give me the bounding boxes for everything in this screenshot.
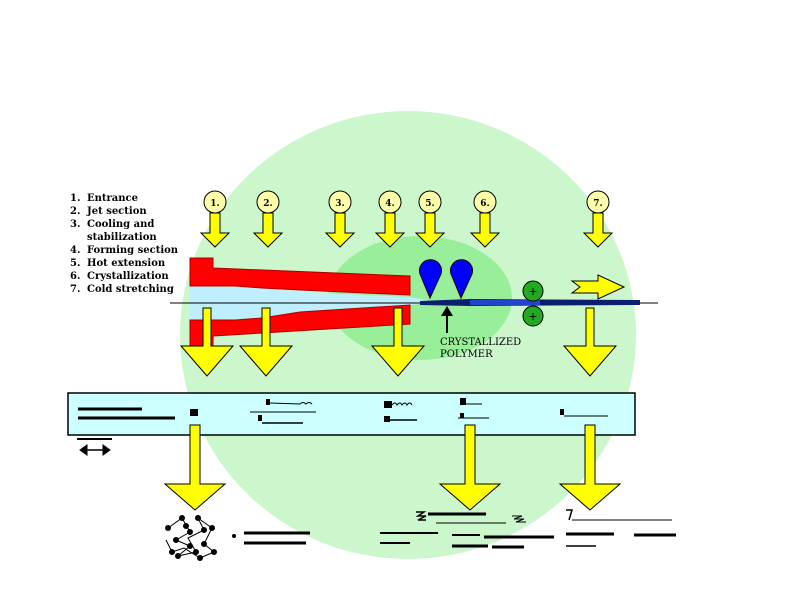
mid-arrow-2 (238, 307, 294, 377)
stage-marker-1: 1. (199, 190, 231, 248)
mid-arrow-4 (370, 307, 426, 377)
stage-marker-label: 2. (263, 199, 272, 209)
legend-item: 1.Entrance (70, 193, 138, 204)
direction-arrow (570, 274, 626, 300)
legend-item: 7.Cold stretching (70, 284, 174, 295)
stage-marker-label: 6. (480, 199, 489, 209)
legend-item-continued: stabilization (87, 232, 157, 243)
nozzle-right (450, 259, 473, 300)
legend-item: 2.Jet section (70, 206, 147, 217)
stage-marker-label: 1. (210, 199, 219, 209)
mid-arrows (179, 307, 618, 377)
stage-marker-label: 4. (385, 199, 394, 209)
mid-arrow-1 (179, 307, 235, 377)
double-headed-arrow-icon (77, 438, 112, 456)
stage-markers: 1. 2. 3. 4. 5. 6. 7. (199, 190, 614, 248)
strip-contents (78, 398, 608, 424)
structure-strip (67, 392, 636, 436)
annotation-line-1: CRYSTALLIZED (440, 337, 521, 348)
bottom-arrow-6 (438, 424, 502, 511)
stage-marker-label: 3. (335, 199, 344, 209)
oriented-structure (380, 511, 554, 549)
mid-arrow-7 (562, 307, 618, 377)
stretched-structure (566, 509, 676, 547)
stage-legend: 1.Entrance 2.Jet section 3.Cooling and s… (70, 192, 178, 296)
stage-marker-6: 6. (469, 190, 501, 248)
legend-item: 5.Hot extension (70, 258, 166, 269)
roller-bottom-symbol: + (528, 310, 537, 323)
bottom-arrow-7 (558, 424, 622, 511)
amorphous-structure (165, 515, 310, 561)
roller-top-symbol: + (528, 285, 537, 298)
filament-blue (470, 300, 540, 305)
bottom-arrow-1 (163, 424, 227, 511)
roller-bottom: + (522, 305, 544, 327)
stage-marker-label: 5. (425, 199, 434, 209)
stage-marker-5: 5. (414, 190, 446, 248)
annotation-line-2: POLYMER (440, 349, 493, 360)
nozzle-left (419, 259, 442, 300)
stage-marker-2: 2. (252, 190, 284, 248)
annotation-pointer-head (441, 306, 453, 316)
legend-item: 4.Forming section (70, 245, 179, 256)
stage-marker-4: 4. (374, 190, 406, 248)
stage-marker-label: 7. (593, 199, 602, 209)
die-upper (189, 257, 411, 296)
roller-top: + (522, 280, 544, 302)
legend-item: 3.Cooling and (70, 219, 155, 230)
stage-marker-7: 7. (582, 190, 614, 248)
bottom-arrows (163, 424, 622, 511)
stage-marker-3: 3. (324, 190, 356, 248)
legend-item: 6.Crystallization (70, 271, 169, 282)
